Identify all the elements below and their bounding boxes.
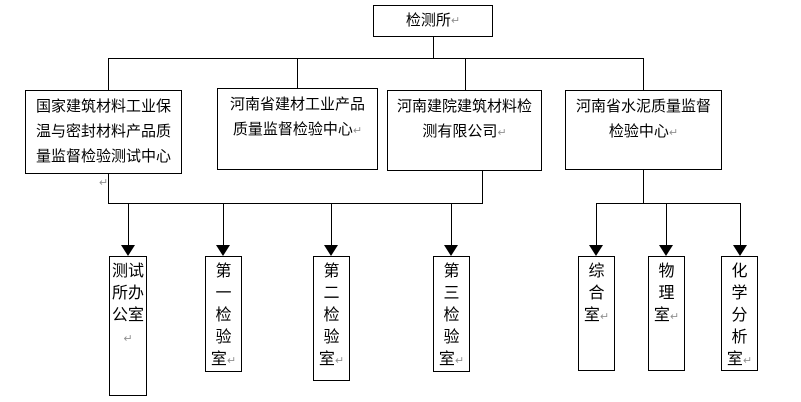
arrowhead-chemistry	[733, 245, 747, 256]
node-general-room: 综合室↵	[578, 256, 615, 371]
node-physics-room: 物理室↵	[648, 256, 685, 371]
arrow-line-chemistry	[740, 203, 741, 245]
node-label: 物理室	[653, 263, 675, 324]
arrow-line-lab1	[223, 203, 224, 245]
return-mark-icon: ↵	[454, 354, 465, 367]
arrowhead-lab3	[444, 245, 458, 256]
arrow-line-office	[128, 203, 129, 245]
node-henan-jianyuan-testing-company: 河南建院建筑材料检测有限公司↵	[387, 90, 542, 171]
node-testing-office: 测试所办公室 ↵	[109, 256, 147, 396]
node-label: 综合室	[583, 263, 605, 324]
arrowhead-general	[589, 245, 603, 256]
connector-drop-node1	[108, 58, 109, 90]
node-label: 河南建院建筑材料检测有限公司	[396, 99, 532, 140]
node-root-label: 检测所	[405, 13, 451, 29]
connector-root-stub	[433, 37, 434, 58]
return-mark-icon: ↵	[334, 354, 345, 367]
arrow-line-physics	[666, 203, 667, 245]
arrowhead-physics	[659, 245, 673, 256]
arrow-line-lab2	[331, 203, 332, 245]
node-henan-building-materials-center: 河南省建材工业产品质量监督检验中心↵	[217, 88, 378, 170]
return-mark-icon: ↵	[123, 332, 133, 345]
connector-bus-right	[596, 203, 740, 204]
node-national-insulation-center: 国家建筑材料工业保温与密封材料产品质量监督检验测试中心 ↵	[25, 90, 182, 189]
return-mark-icon: ↵	[450, 14, 461, 27]
return-mark-icon: ↵	[352, 124, 363, 137]
return-mark-icon: ↵	[497, 126, 507, 139]
node-label: 河南省水泥质量监督检验中心	[575, 99, 711, 140]
node-lab-3: 第三检验室↵	[433, 256, 470, 372]
arrowhead-lab2	[324, 245, 338, 256]
node-lab-2: 第二检验室↵	[313, 256, 350, 381]
return-mark-icon: ↵	[226, 354, 237, 367]
arrowhead-office	[121, 245, 135, 256]
node-root: 检测所↵	[373, 5, 493, 37]
connector-drop-node2	[297, 58, 298, 88]
node-label: 第二检验室	[318, 263, 340, 368]
connector-drop-node4	[643, 58, 644, 90]
arrowhead-lab1	[216, 245, 230, 256]
return-mark-icon: ↵	[599, 310, 610, 323]
node-chemical-analysis-room: 化学分析室↵	[721, 256, 758, 371]
connector-stub-node3-down	[482, 171, 483, 203]
connector-drop-node3	[465, 58, 466, 90]
node-label: 国家建筑材料工业保温与密封材料产品质量监督检验测试中心	[35, 99, 171, 165]
node-lab-1: 第一检验室↵	[205, 256, 242, 372]
arrow-line-general	[596, 203, 597, 245]
node-label: 第一检验室	[210, 263, 232, 368]
node-label: 测试所办公室	[112, 263, 145, 324]
node-label: 第三检验室	[438, 263, 460, 368]
connector-bus-level2	[108, 58, 643, 59]
node-henan-cement-center: 河南省水泥质量监督检验中心↵	[565, 90, 722, 170]
connector-stub-node4-down	[643, 170, 644, 203]
arrow-line-lab3	[451, 203, 452, 245]
connector-stub-node1-down	[108, 174, 109, 203]
return-mark-icon: ↵	[742, 354, 753, 367]
connector-bus-left	[108, 203, 483, 204]
return-mark-icon: ↵	[669, 310, 680, 323]
node-label: 河南省建材工业产品质量监督检验中心	[229, 97, 365, 138]
node-label: 化学分析室	[726, 263, 748, 368]
return-mark-icon: ↵	[668, 126, 679, 139]
return-mark-icon: ↵	[98, 176, 109, 189]
